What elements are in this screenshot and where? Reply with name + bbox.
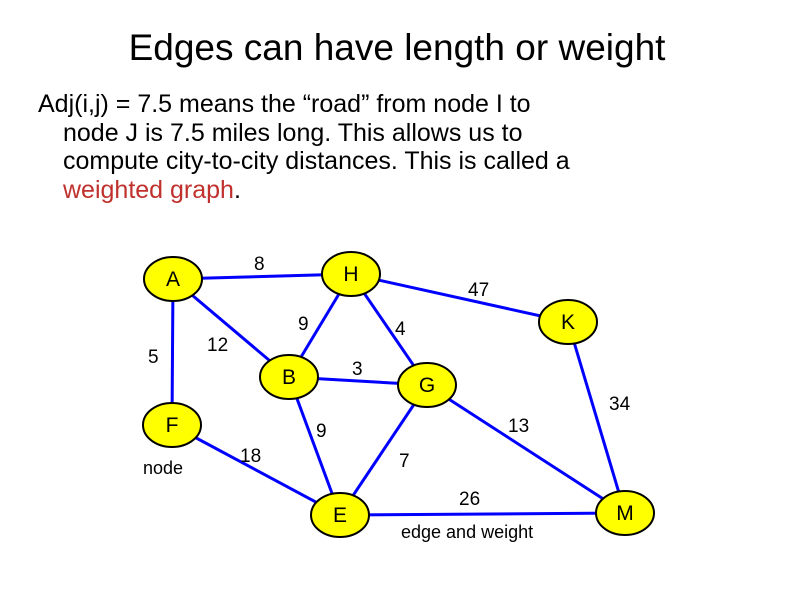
edge-b-e xyxy=(287,376,342,516)
edge-k-m xyxy=(566,321,627,514)
node-label-g: G xyxy=(419,374,435,397)
body-line-4-end: . xyxy=(233,175,241,204)
edge-weight-e-m: 26 xyxy=(459,489,480,510)
node-caption: node xyxy=(143,458,183,478)
node-f xyxy=(142,402,202,448)
node-g xyxy=(397,362,457,408)
edge-weight-a-h: 8 xyxy=(254,254,265,275)
node-m xyxy=(595,490,655,536)
body-line-4: weighted graph. xyxy=(38,176,738,205)
node-label-e: E xyxy=(333,504,347,527)
edge-weight-a-b: 12 xyxy=(207,335,228,356)
node-k xyxy=(538,299,598,345)
edge-g-m xyxy=(426,383,626,515)
weighted-graph-term: weighted graph xyxy=(63,175,234,204)
edge-weight-caption: edge and weight xyxy=(401,522,533,542)
edge-weight-k-m: 34 xyxy=(609,394,631,415)
edge-weight-g-e: 7 xyxy=(399,451,410,472)
weights-layer: 8 5 12 47 9 4 3 9 7 13 34 18 26 xyxy=(148,254,631,510)
edge-weight-b-e: 9 xyxy=(316,421,327,442)
slide-body: Adj(i,j) = 7.5 means the “road” from nod… xyxy=(38,90,738,204)
nodes-layer: A H K B G F E M xyxy=(142,251,655,538)
node-a xyxy=(143,256,203,302)
node-b xyxy=(259,354,319,400)
edge-weight-g-m: 13 xyxy=(508,416,529,437)
edge-weight-a-f: 5 xyxy=(148,347,159,368)
slide-title: Edges can have length or weight xyxy=(128,27,666,68)
edge-h-k xyxy=(350,272,569,324)
edge-g-e xyxy=(338,384,429,516)
edge-weight-h-b: 9 xyxy=(298,314,309,335)
body-line-3: compute city-to-city distances. This is … xyxy=(63,147,570,175)
node-label-a: A xyxy=(166,268,180,291)
node-label-m: M xyxy=(616,502,634,525)
edge-weight-b-g: 3 xyxy=(352,359,363,380)
node-label-h: H xyxy=(343,263,358,286)
edge-weight-h-g: 4 xyxy=(395,319,406,340)
node-label-k: K xyxy=(561,311,575,334)
edge-a-f xyxy=(170,278,175,426)
edge-weight-f-e: 18 xyxy=(240,446,261,467)
node-e xyxy=(310,492,370,538)
node-label-b: B xyxy=(282,366,296,389)
body-line-1: Adj(i,j) = 7.5 means the “road” from nod… xyxy=(38,90,531,118)
edge-e-m xyxy=(339,511,626,517)
node-label-f: F xyxy=(166,414,179,437)
body-line-2: node J is 7.5 miles long. This allows us… xyxy=(63,118,523,147)
node-h xyxy=(321,251,381,297)
edge-weight-h-k: 47 xyxy=(468,280,489,301)
edge-f-e xyxy=(171,423,341,517)
